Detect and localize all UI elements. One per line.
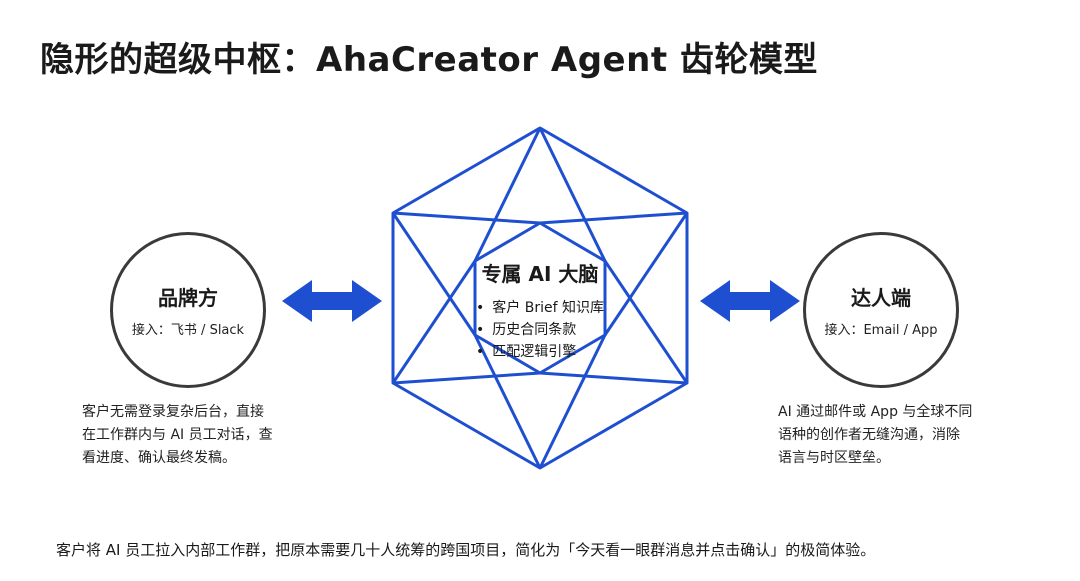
brand-side-access: 接入：飞书 / Slack xyxy=(131,323,245,338)
description-line: 语言与时区壁垒。 xyxy=(778,450,890,466)
ai-brain-title: 专属 AI 大脑 xyxy=(481,262,599,286)
right-double-arrow-icon xyxy=(700,280,800,322)
list-item: 历史合同条款 xyxy=(476,319,604,341)
ai-brain-content: 专属 AI 大脑 客户 Brief 知识库 历史合同条款 匹配逻辑引擎 xyxy=(440,258,640,363)
list-item: 匹配逻辑引擎 xyxy=(476,341,604,363)
brand-side-name: 品牌方 xyxy=(158,286,218,310)
footer-summary: 客户将 AI 员工拉入内部工作群，把原本需要几十人统筹的跨国项目，简化为「今天看… xyxy=(56,541,876,559)
list-item: 客户 Brief 知识库 xyxy=(476,297,604,319)
brand-side-node: 品牌方 接入：飞书 / Slack xyxy=(110,232,266,388)
creator-side-description: AI 通过邮件或 App 与全球不同 语种的创作者无缝沟通，消除 语言与时区壁垒… xyxy=(778,401,1008,470)
description-line: 看进度、确认最终发稿。 xyxy=(82,450,236,466)
description-line: AI 通过邮件或 App 与全球不同 xyxy=(778,404,973,420)
creator-side-access: 接入：Email / App xyxy=(824,323,938,338)
creator-side-name: 达人端 xyxy=(851,286,911,310)
left-double-arrow-icon xyxy=(282,280,382,322)
creator-side-node: 达人端 接入：Email / App xyxy=(803,232,959,388)
description-line: 在工作群内与 AI 员工对话，查 xyxy=(82,427,273,443)
page-title: 隐形的超级中枢：AhaCreator Agent 齿轮模型 xyxy=(40,40,818,80)
ai-brain-list: 客户 Brief 知识库 历史合同条款 匹配逻辑引擎 xyxy=(476,297,604,363)
description-line: 语种的创作者无缝沟通，消除 xyxy=(778,427,960,443)
brand-side-description: 客户无需登录复杂后台，直接 在工作群内与 AI 员工对话，查 看进度、确认最终发… xyxy=(82,401,312,470)
description-line: 客户无需登录复杂后台，直接 xyxy=(82,404,264,420)
